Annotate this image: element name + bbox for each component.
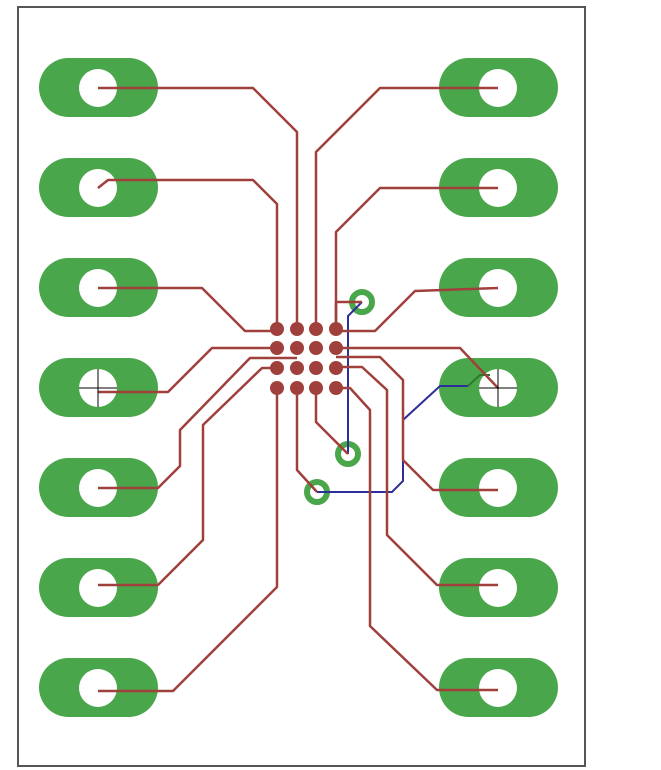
trace-left-6	[98, 366, 277, 587]
bga-ball	[329, 322, 343, 336]
trace-right-5	[336, 355, 498, 492]
bga-ball	[290, 361, 304, 375]
bga-ball	[270, 381, 284, 395]
trace-left-2	[97, 178, 279, 329]
trace-left-4	[98, 346, 277, 394]
bga-package	[270, 322, 343, 395]
drill-right-6	[479, 569, 517, 607]
crosshair-markers	[79, 369, 517, 407]
drill-left-6	[79, 569, 117, 607]
bga-ball	[290, 322, 304, 336]
bga-ball	[270, 361, 284, 375]
trace-right-2	[334, 186, 498, 329]
trace-right-4	[336, 346, 499, 389]
bga-ball	[329, 341, 343, 355]
trace-to-via-upper	[334, 300, 362, 329]
bga-ball	[309, 322, 323, 336]
bga-ball	[270, 341, 284, 355]
bga-ball	[290, 341, 304, 355]
bottom-trace-via-to-via	[347, 301, 363, 454]
drill-left-7	[79, 669, 117, 707]
trace-to-via-lower	[295, 388, 318, 493]
trace-right-6	[336, 365, 498, 587]
trace-left-5	[98, 356, 297, 490]
trace-to-via-middle	[314, 388, 349, 455]
bga-ball	[309, 341, 323, 355]
board-outline	[17, 6, 586, 767]
drill-right-7	[479, 669, 517, 707]
bga-ball	[309, 381, 323, 395]
bga-ball	[329, 361, 343, 375]
trace-right-7	[336, 386, 498, 692]
bga-ball	[329, 381, 343, 395]
bga-ball	[270, 322, 284, 336]
trace-left-7	[98, 388, 279, 693]
drill-right-5	[479, 469, 517, 507]
trace-right-1	[314, 86, 498, 329]
drill-holes	[79, 69, 517, 707]
trace-left-3	[98, 286, 277, 333]
crosshair-right	[479, 369, 517, 407]
bga-ball	[290, 381, 304, 395]
bga-ball	[309, 361, 323, 375]
crosshair-left	[79, 369, 117, 407]
trace-left-1	[98, 86, 299, 329]
top-layer-traces	[97, 86, 499, 693]
trace-right-3	[336, 286, 499, 333]
